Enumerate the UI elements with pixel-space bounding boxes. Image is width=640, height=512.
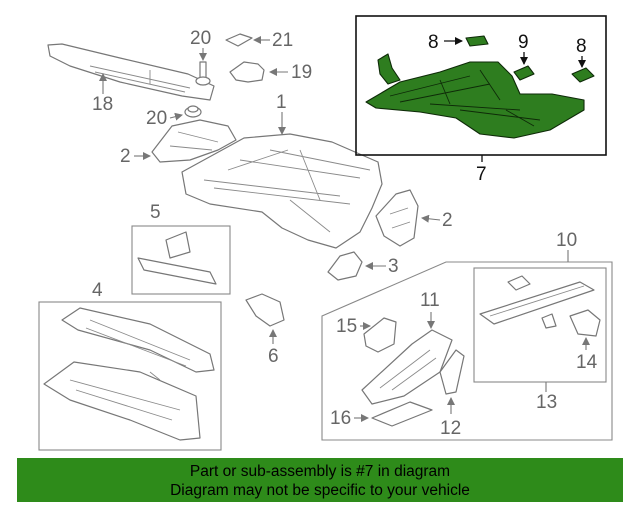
group-box-5 [131,225,231,295]
callout-4[interactable]: 4 [92,280,103,301]
callout-5[interactable]: 5 [150,202,161,223]
callout-17[interactable]: 18 [92,94,113,115]
banner-line-2: Diagram may not be specific to your vehi… [170,482,470,499]
highlight-box-7 [355,15,607,156]
callout-21[interactable]: 21 [272,30,293,51]
part-19-grommet[interactable] [184,105,202,118]
callout-8-right[interactable]: 8 [576,36,587,57]
callout-16[interactable]: 16 [330,408,351,429]
part-2-right-extension[interactable] [375,189,419,247]
part-1-rear-floor-pan[interactable] [181,133,383,249]
leader-2-right [421,214,441,223]
part-6-bracket[interactable] [245,293,285,327]
part-13-rocker-reinforcement[interactable] [479,275,595,329]
callout-14[interactable]: 14 [576,352,598,373]
callout-18[interactable]: 19 [291,62,312,83]
part-16-plate[interactable] [371,401,433,427]
part-18-bracket[interactable] [229,61,265,83]
part-2-left-extension[interactable] [151,119,237,163]
part-21-clip[interactable] [225,33,253,47]
part-12-extension[interactable] [439,349,465,395]
part-4-floor-panel-side[interactable] [43,307,215,441]
callout-2-left[interactable]: 2 [120,146,131,167]
callout-11[interactable]: 11 [420,290,440,311]
part-15-bracket[interactable] [363,317,397,353]
group-box-10 [321,261,613,441]
part-14-bracket[interactable] [569,309,601,337]
callout-2-right[interactable]: 2 [442,210,453,231]
exploded-parts-diagram: 18 20 21 19 20 2 1 2 [38,15,613,451]
leader-19 [169,112,183,121]
part-17-header-panel[interactable] [47,43,215,101]
callout-3[interactable]: 3 [388,256,399,277]
part-notice-banner: Part or sub-assembly is #7 in diagram Di… [17,458,623,502]
callout-19[interactable]: 20 [146,108,167,129]
group-box-4 [38,301,222,451]
callout-1[interactable]: 1 [276,92,287,113]
part-20-bolt[interactable] [195,61,211,86]
callout-12[interactable]: 12 [440,418,461,439]
callout-15[interactable]: 15 [336,316,357,337]
callout-7[interactable]: 7 [476,164,487,185]
part-5-reinforcement[interactable] [137,231,217,285]
callout-10[interactable]: 10 [556,230,577,251]
callout-13[interactable]: 13 [536,392,557,413]
part-11-wheelhouse-panel[interactable] [361,329,453,405]
callout-6[interactable]: 6 [268,346,279,367]
banner-line-1: Part or sub-assembly is #7 in diagram [189,463,451,480]
callout-20[interactable]: 20 [190,28,211,49]
callout-8-left[interactable]: 8 [428,32,439,53]
part-7-floor-pan-assembly[interactable] [365,35,595,139]
part-3-bracket[interactable] [327,251,363,281]
group-box-13 [473,267,607,383]
callout-9[interactable]: 9 [518,32,529,53]
